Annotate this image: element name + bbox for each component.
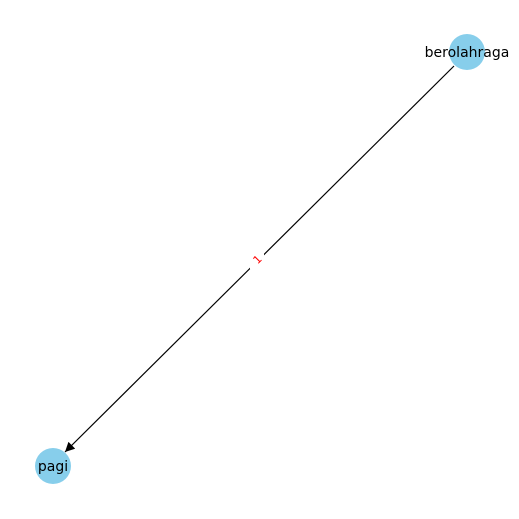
node-circle [35, 448, 71, 484]
node-label: pagi [38, 459, 68, 475]
node-pagi: pagi [35, 448, 71, 484]
node-berolahraga: berolahraga [425, 34, 510, 70]
edge-label-group: 1 [250, 251, 265, 269]
edge-label-background [250, 251, 264, 269]
node-circle [449, 34, 485, 70]
node-label: berolahraga [425, 45, 510, 61]
